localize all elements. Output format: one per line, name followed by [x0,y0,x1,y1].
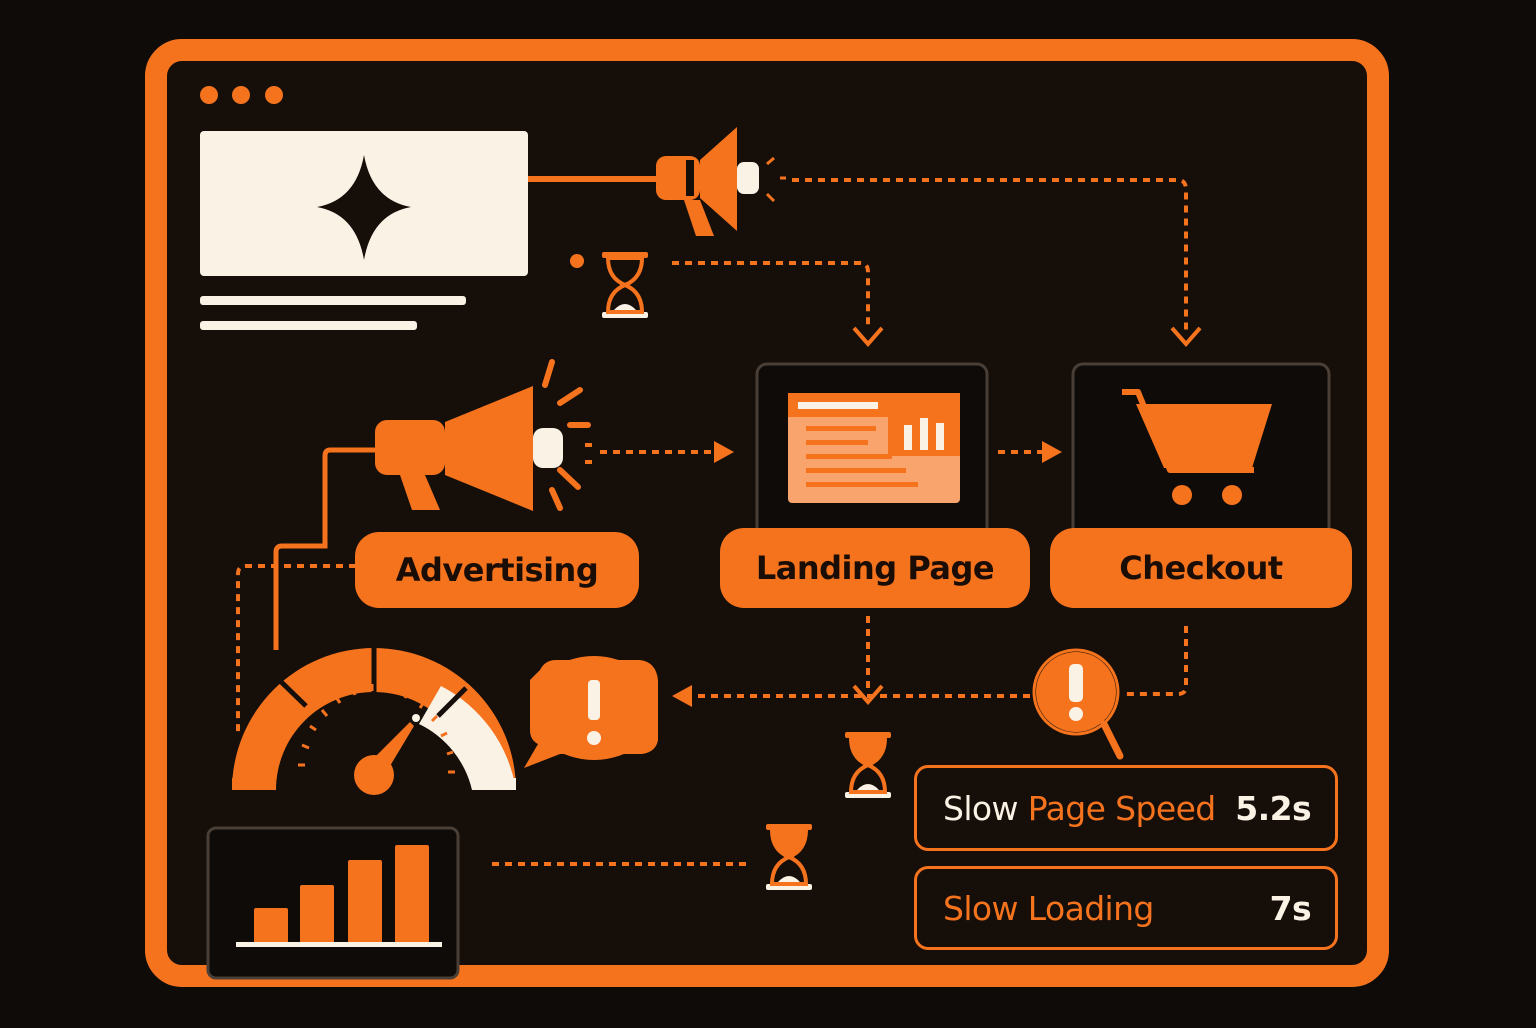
stat-value: 5.2s [1235,788,1311,828]
stat-label: Slow Loading [943,888,1154,928]
megaphone-icon [375,359,592,511]
landing-page-card [755,362,989,546]
text-line [200,321,417,330]
checkout-card [1071,362,1331,546]
alert-magnifier-icon [1032,648,1124,760]
shopping-cart-icon [1122,389,1272,505]
flow-arrow [1122,626,1188,696]
megaphone-icon [656,127,786,236]
connector-line [273,447,376,650]
stat-label-part: Slow [943,788,1028,828]
bar-chart-icon [206,826,460,980]
stat-label-part: Page Speed [1027,788,1216,828]
hero-card [200,131,528,330]
stage-label-checkout: Checkout [1050,528,1352,608]
flow-arrow [792,178,1188,330]
speedometer-icon [232,648,516,795]
hourglass-icon [602,252,648,318]
stat-box-page-speed: Slow Page Speed 5.2s [914,765,1338,851]
webpage-icon [788,393,960,503]
flow-arrow [236,564,356,732]
flow-arrow [672,261,870,330]
text-line [200,296,466,305]
hourglass-icon [766,824,812,890]
stat-box-loading: Slow Loading 7s [914,866,1338,950]
window-dots-icon [200,86,283,104]
sparkle-icon [317,155,411,260]
hourglass-icon [845,732,891,798]
stat-value: 7s [1269,888,1312,928]
stat-label: Slow Page Speed [943,789,1216,828]
alert-bubble-icon [524,656,658,768]
stage-label-advertising: Advertising [355,532,639,608]
stage-label-landing-page: Landing Page [720,528,1030,608]
